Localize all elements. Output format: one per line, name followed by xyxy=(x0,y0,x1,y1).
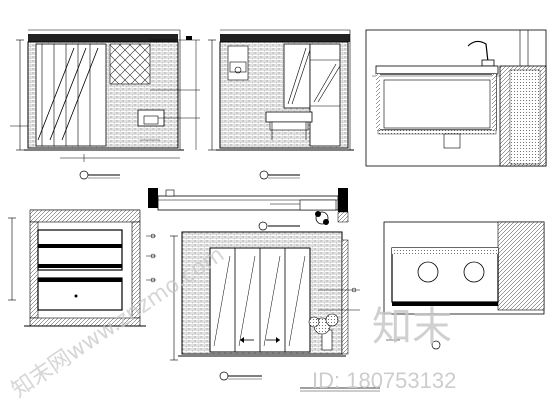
elevation-a xyxy=(10,29,200,180)
plan-d xyxy=(8,209,156,327)
elevation-b xyxy=(208,29,354,180)
watermark-brand: 知末 xyxy=(372,304,452,350)
sheet-footer-lines xyxy=(300,387,380,392)
detail-c xyxy=(365,29,547,167)
plan-e xyxy=(148,188,349,231)
elevation-f xyxy=(170,231,360,381)
watermark-id: ID: 180753132 xyxy=(312,368,456,393)
plan-g xyxy=(383,221,545,350)
